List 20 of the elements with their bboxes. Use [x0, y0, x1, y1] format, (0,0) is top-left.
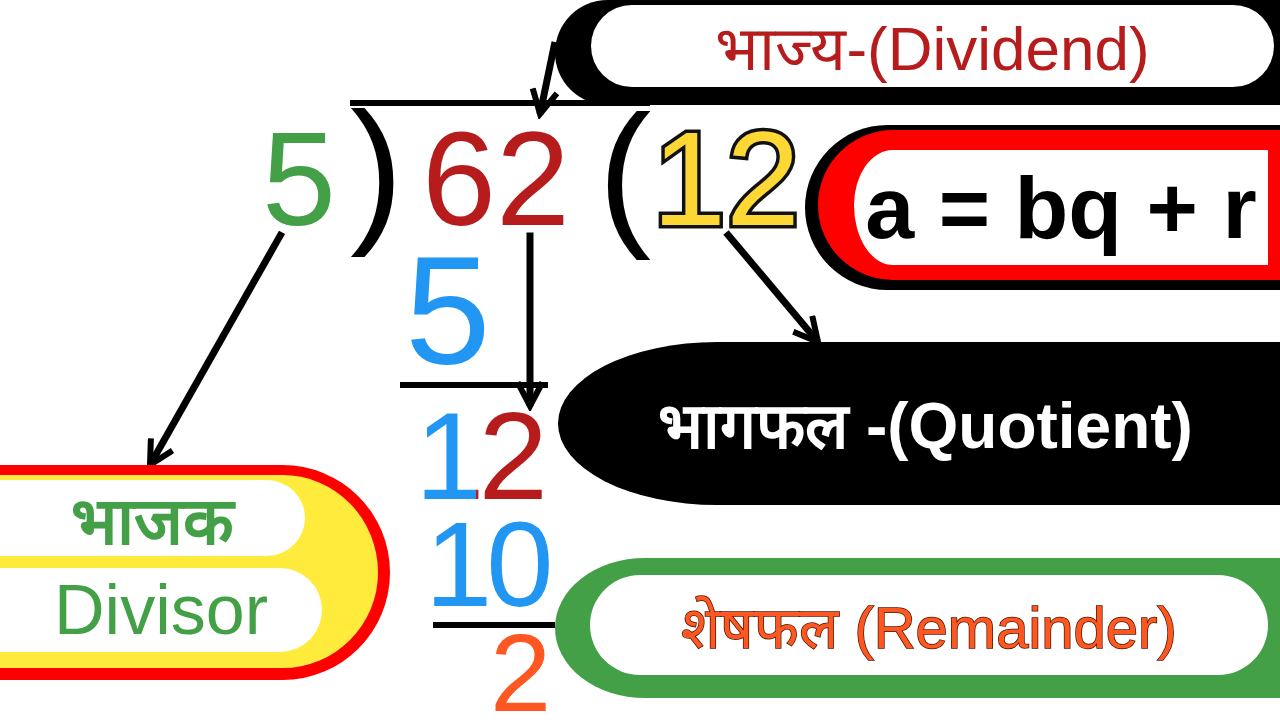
division-bracket: ): [350, 78, 404, 260]
term-label: भाज्य-(Dividend): [591, 5, 1274, 87]
term-label: भाजक: [0, 480, 305, 556]
callout-pill: [555, 0, 1280, 105]
callout-pill: [555, 558, 1280, 698]
divisor-number: 5: [262, 126, 336, 233]
term-label: Divisor: [0, 568, 322, 652]
remainder-number: 2: [490, 629, 552, 717]
product-number: 10: [425, 516, 548, 613]
term-label: शेषफल (Remainder): [590, 575, 1268, 675]
product-number: 5: [405, 250, 491, 374]
dividend-number: 62: [422, 114, 570, 233]
term-label: भागफल -(Quotient): [657, 389, 1194, 464]
formula-text: a = bq + r: [818, 130, 1280, 280]
arrow: [146, 230, 286, 468]
arrow: [723, 230, 821, 345]
quotient-number: 12: [652, 126, 800, 233]
arrow: [530, 41, 559, 117]
callout-pill: [558, 342, 1280, 505]
callout-pill: [0, 465, 390, 680]
